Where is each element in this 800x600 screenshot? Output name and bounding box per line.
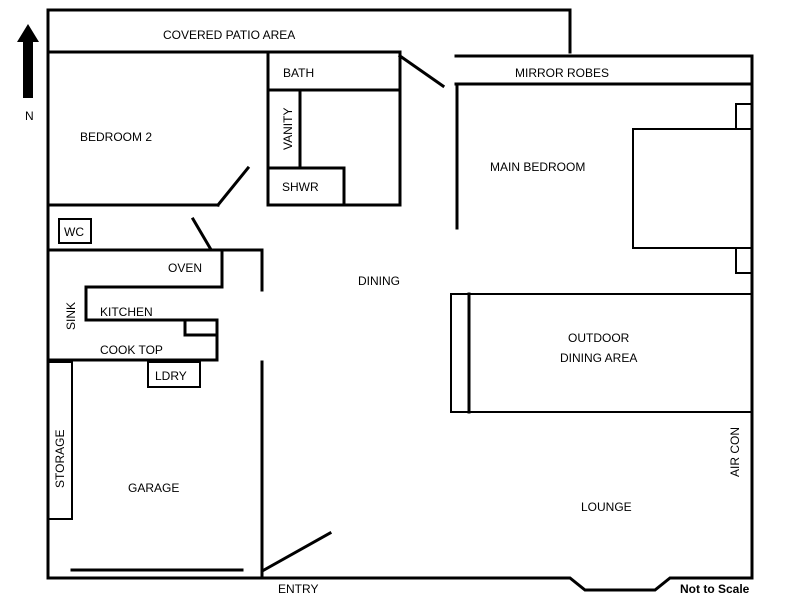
- label-laundry: LDRY: [155, 369, 187, 383]
- kitchen-walls: [46, 216, 264, 388]
- label-storage: STORAGE: [53, 430, 67, 488]
- wc-box: [58, 218, 92, 244]
- label-sink: SINK: [64, 302, 78, 330]
- label-outdoor-dining-1: OUTDOOR: [568, 331, 630, 345]
- label-outdoor-dining-2: DINING AREA: [560, 351, 637, 365]
- label-shower: SHWR: [282, 180, 319, 194]
- label-entry: ENTRY: [278, 582, 318, 596]
- bath-block: [266, 50, 446, 207]
- label-cook-top: COOK TOP: [100, 343, 163, 357]
- outdoor-dining-walls: [450, 292, 753, 414]
- label-oven: OVEN: [168, 261, 202, 275]
- scale-note: Not to Scale: [680, 582, 750, 596]
- label-lounge: LOUNGE: [581, 500, 632, 514]
- bedside-table-top: [735, 103, 753, 130]
- label-bedroom2: BEDROOM 2: [80, 130, 152, 144]
- storage-box: [47, 361, 73, 520]
- label-wc: WC: [64, 225, 84, 239]
- label-garage: GARAGE: [128, 481, 179, 495]
- garage-walls: [47, 360, 333, 580]
- bed-icon: [632, 128, 753, 249]
- label-air-con: AIR CON: [728, 427, 742, 477]
- label-mirror-robes: MIRROR ROBES: [515, 66, 609, 80]
- bedroom2-walls: [46, 165, 251, 208]
- laundry-box: [147, 361, 201, 388]
- main-bedroom-walls: [455, 82, 753, 274]
- north-arrow-icon: [17, 24, 39, 98]
- label-kitchen: KITCHEN: [100, 305, 153, 319]
- label-vanity: VANITY: [281, 108, 295, 150]
- label-bath: BATH: [283, 66, 314, 80]
- bedside-table-bottom: [735, 247, 753, 274]
- label-covered-patio: COVERED PATIO AREA: [163, 28, 295, 42]
- label-dining: DINING: [358, 274, 400, 288]
- north-label: N: [25, 109, 34, 123]
- label-main-bedroom: MAIN BEDROOM: [490, 160, 585, 174]
